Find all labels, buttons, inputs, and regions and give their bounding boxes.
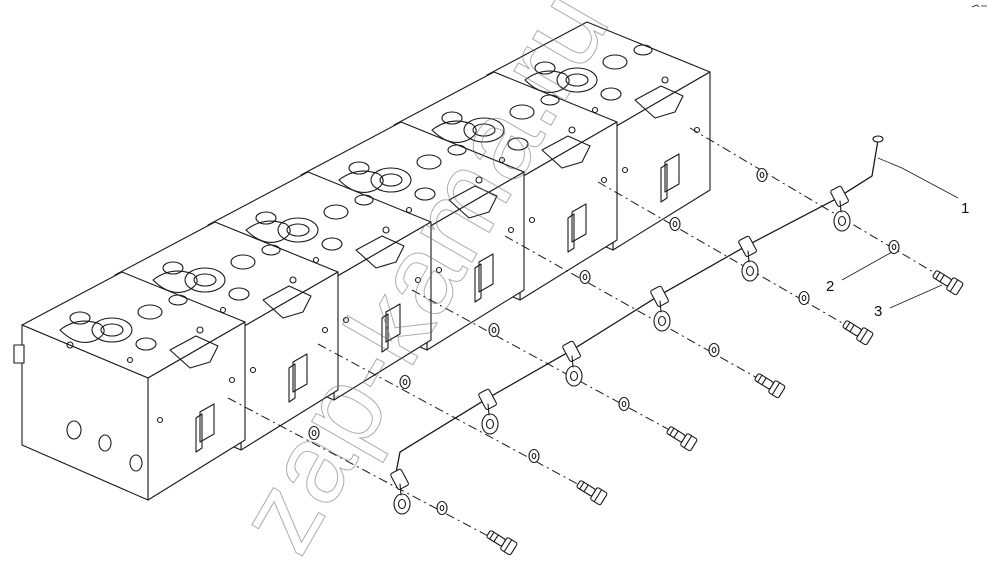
- callout-label-1: 1: [961, 200, 969, 217]
- banjo-bolt-5: [576, 480, 608, 506]
- corner-mark-icon: [971, 4, 987, 8]
- banjo-bolt-1: [932, 270, 964, 296]
- banjo-bolt-6: [486, 530, 518, 556]
- sealing-washer-3: [579, 269, 591, 285]
- sealing-washer-10: [618, 396, 630, 412]
- axis-line-1: [689, 127, 951, 283]
- fuel-return-pipe: [390, 135, 884, 515]
- leader-line-1: [877, 157, 959, 199]
- banjo-bolt-2: [842, 320, 874, 346]
- cylinder-head-assembly: [13, 21, 711, 501]
- sealing-washer-9: [708, 342, 720, 358]
- axis-line-4: [411, 289, 689, 441]
- banjo-bolt-4: [666, 426, 698, 452]
- sealing-washer-7: [888, 239, 900, 255]
- banjo-bolts: [486, 270, 964, 556]
- banjo-fitting-1: [390, 468, 411, 515]
- banjo-fitting-5: [738, 235, 759, 282]
- sealing-washer-8: [798, 290, 810, 306]
- sealing-washer-12: [436, 500, 448, 516]
- sealing-washer-5: [399, 374, 411, 390]
- callout-label-3: 3: [874, 303, 882, 320]
- sealing-washer-2: [669, 216, 681, 232]
- callout-group: 1 2 3: [826, 157, 969, 320]
- sealing-washer-4: [488, 322, 500, 338]
- sealing-washers: [308, 167, 900, 516]
- cylinder-head-1: [13, 271, 246, 501]
- axis-line-2: [597, 181, 859, 333]
- callout-label-2: 2: [826, 278, 834, 295]
- sealing-washer-11: [528, 448, 540, 464]
- leader-line-2: [841, 251, 893, 281]
- pipe-end-cap: [872, 135, 884, 143]
- axis-line-5: [317, 343, 599, 496]
- sealing-washer-6: [308, 425, 320, 441]
- banjo-fitting-3: [562, 340, 583, 387]
- axis-line-3: [504, 235, 776, 389]
- banjo-fitting-6: [830, 185, 851, 232]
- banjo-fitting-2: [478, 388, 499, 435]
- banjo-bolt-3: [754, 373, 786, 399]
- assembly-axis-lines: [227, 127, 951, 546]
- sealing-washer-1: [756, 167, 768, 183]
- banjo-fitting-4: [650, 285, 671, 332]
- axis-line-6: [227, 397, 506, 546]
- leader-line-3: [889, 284, 943, 309]
